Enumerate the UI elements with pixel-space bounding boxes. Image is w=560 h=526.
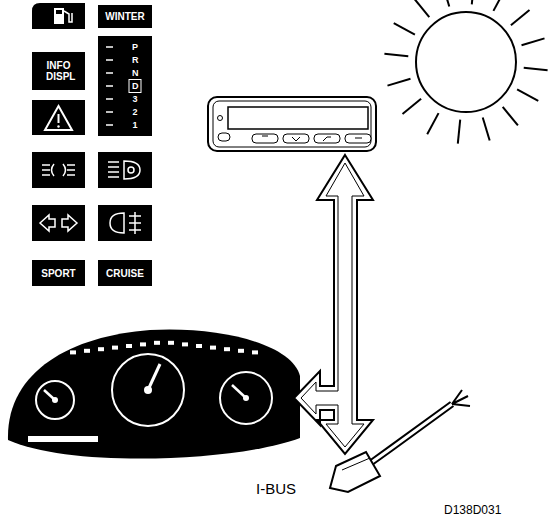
sun-ray bbox=[384, 54, 408, 56]
sun-ray bbox=[493, 0, 504, 11]
fuel-icon bbox=[32, 3, 85, 29]
indicator-text: WINTER bbox=[105, 11, 144, 22]
gear-dash bbox=[106, 124, 113, 126]
gear-dash bbox=[106, 72, 112, 74]
sun-ray bbox=[427, 113, 438, 134]
gear-dash bbox=[106, 59, 113, 61]
warning-light bbox=[126, 344, 132, 348]
front-fog-icon bbox=[32, 152, 85, 188]
gear-dash bbox=[106, 59, 112, 61]
gear-dash bbox=[106, 111, 113, 113]
warning-icon bbox=[32, 100, 85, 135]
gear-dash bbox=[106, 85, 113, 87]
warning-light bbox=[140, 342, 146, 346]
sun-ray bbox=[403, 99, 422, 114]
figure-code: D138D031 bbox=[444, 503, 501, 517]
warning-light bbox=[84, 349, 90, 353]
cruise-indicator: CRUISE bbox=[98, 260, 152, 286]
warning-light bbox=[98, 347, 104, 351]
data-flow-arrow bbox=[294, 155, 373, 454]
sun-ray bbox=[458, 120, 460, 144]
sun-ray bbox=[522, 38, 545, 45]
warning-light bbox=[252, 350, 258, 354]
warning-light bbox=[210, 346, 216, 350]
sport-mode-indicator: SPORT bbox=[32, 260, 85, 286]
rear-fog-icon bbox=[98, 205, 152, 241]
info-display-indicator: INFO DISPL bbox=[32, 52, 85, 90]
warning-light bbox=[196, 344, 202, 348]
sun-ray bbox=[511, 10, 530, 25]
sun-ray bbox=[524, 68, 548, 70]
bus-name: I-BUS bbox=[256, 480, 296, 497]
warning-light bbox=[182, 342, 188, 346]
gear-marks bbox=[98, 36, 152, 136]
indicator-text: SPORT bbox=[41, 268, 75, 279]
gear-dash bbox=[106, 46, 112, 48]
warning-light bbox=[168, 341, 174, 345]
warning-light bbox=[70, 350, 76, 354]
sun-ray bbox=[442, 0, 449, 6]
i-bus-connector bbox=[330, 390, 470, 492]
headlight-icon bbox=[98, 152, 152, 188]
sun-ray bbox=[414, 0, 429, 17]
warning-light bbox=[224, 347, 230, 351]
sun-ray bbox=[517, 89, 538, 100]
gear-dash bbox=[106, 124, 112, 126]
gear-dash bbox=[106, 46, 113, 48]
instrument-cluster bbox=[8, 329, 300, 458]
gear-dash bbox=[106, 111, 112, 113]
display-unit bbox=[208, 97, 376, 151]
warning-light bbox=[112, 346, 118, 350]
turn-signal-icon bbox=[32, 205, 85, 241]
gear-dash bbox=[106, 85, 112, 87]
indicator-text: CRUISE bbox=[106, 268, 144, 279]
winter-mode-indicator: WINTER bbox=[98, 5, 152, 28]
warning-light bbox=[238, 349, 244, 353]
gear-position-indicator: P R N D 3 2 1 bbox=[98, 36, 152, 136]
warning-light bbox=[154, 341, 160, 345]
sun-ray bbox=[394, 23, 415, 34]
gear-letters: P R N D 3 2 1 bbox=[132, 41, 138, 132]
gear-dash bbox=[106, 98, 112, 100]
indicator-text: INFO DISPL bbox=[46, 60, 71, 82]
sun-ray bbox=[483, 118, 490, 141]
gear-dash bbox=[106, 72, 113, 74]
sun bbox=[384, 0, 547, 144]
gear-dash bbox=[106, 98, 113, 100]
sun-ray bbox=[503, 107, 518, 126]
sun-ray bbox=[472, 0, 474, 4]
sun-ray bbox=[387, 79, 410, 86]
